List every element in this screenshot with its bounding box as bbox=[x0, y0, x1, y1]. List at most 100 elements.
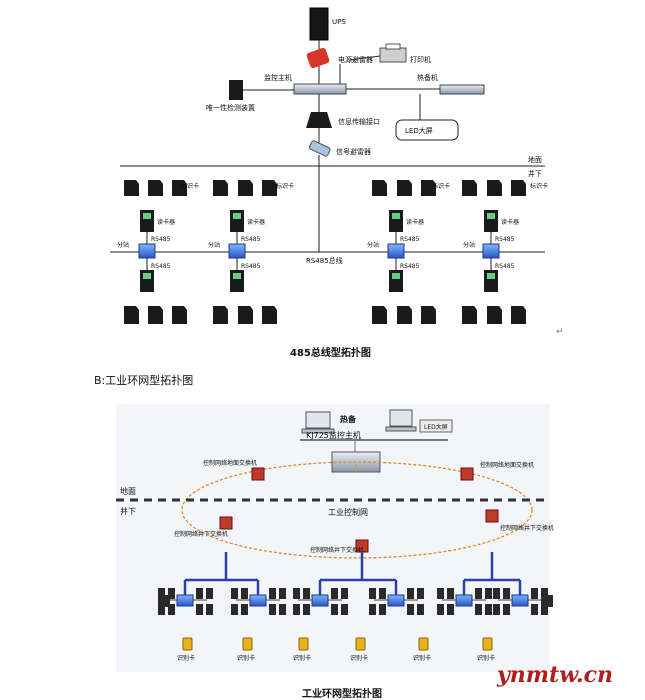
watermark: ynmtw.cn bbox=[496, 662, 613, 688]
id-card-icon bbox=[487, 180, 502, 196]
ups-label: UPS bbox=[332, 18, 346, 26]
card-reader-icon bbox=[531, 588, 538, 599]
signal-surge-icon bbox=[308, 140, 331, 157]
return-mark: ↵ bbox=[556, 327, 564, 337]
id-card-icon bbox=[372, 180, 387, 196]
card-reader-screen bbox=[392, 213, 400, 219]
card-reader-icon bbox=[475, 604, 482, 615]
card-reader-icon bbox=[293, 604, 300, 615]
substation-label: 分站 bbox=[367, 241, 379, 249]
card-reader-icon bbox=[437, 588, 444, 599]
section-b-label: B:工业环网型拓扑图 bbox=[94, 373, 193, 387]
card-reader-label: 读卡器 bbox=[247, 218, 265, 226]
card-reader-icon bbox=[206, 604, 213, 615]
id-card-icon bbox=[124, 180, 139, 196]
id-card-icon bbox=[213, 306, 228, 324]
power-surge-icon bbox=[306, 47, 330, 69]
card-reader-icon bbox=[475, 588, 482, 599]
card-reader-icon bbox=[303, 604, 310, 615]
id-card-icon bbox=[511, 180, 526, 196]
substation-icon bbox=[511, 594, 529, 607]
hot-standby-label: 热备机 bbox=[417, 73, 438, 82]
id-card-icon bbox=[421, 306, 436, 324]
card-reader-icon bbox=[196, 588, 203, 599]
surface-switch-right-label: 控制网络地面交换机 bbox=[480, 461, 534, 469]
card-reader-icon bbox=[279, 604, 286, 615]
hot-standby-icon bbox=[439, 84, 485, 95]
id-card-label-2: 标识卡 bbox=[276, 182, 294, 190]
card-reader-icon bbox=[279, 588, 286, 599]
id-card-icon bbox=[421, 180, 436, 196]
surface-switch-left-label: 控制网络地面交换机 bbox=[203, 459, 257, 467]
id-card-icon bbox=[462, 306, 477, 324]
card-reader-icon bbox=[547, 595, 553, 607]
substation-icon bbox=[228, 243, 246, 259]
under-switch-left-label: 控制网络井下交换机 bbox=[174, 530, 228, 538]
card-reader-icon bbox=[341, 588, 348, 599]
card-reader-icon bbox=[485, 588, 492, 599]
card-reader-icon bbox=[331, 588, 338, 599]
card-reader-icon bbox=[541, 588, 548, 599]
id-card-group bbox=[124, 180, 526, 324]
under-switch-right-label: 控制网络井下交换机 bbox=[500, 524, 554, 532]
card-reader-icon bbox=[341, 604, 348, 615]
under-switch-left-icon bbox=[219, 516, 233, 530]
info-interface-icon bbox=[306, 112, 332, 128]
substation-group: 读卡器RS485分站RS485读卡器RS485分站RS485读卡器RS485分站… bbox=[117, 210, 519, 292]
card-reader-label: 读卡器 bbox=[157, 218, 175, 226]
substation-label: 分站 bbox=[208, 241, 220, 249]
ground-label: 地面 bbox=[528, 155, 542, 164]
id-card-icon bbox=[172, 306, 187, 324]
substation-icon bbox=[176, 594, 194, 607]
card-reader-icon bbox=[447, 604, 454, 615]
card-reader-icon bbox=[231, 588, 238, 599]
card-reader-icon bbox=[369, 604, 376, 615]
card-reader-icon bbox=[485, 604, 492, 615]
surface-switch-left-icon bbox=[251, 467, 265, 481]
id-card-icon bbox=[238, 306, 253, 324]
id-card-label: 识别卡 bbox=[477, 654, 495, 662]
ring-diagram-background bbox=[116, 404, 550, 672]
id-card-icon bbox=[124, 306, 139, 324]
card-reader-icon bbox=[158, 604, 165, 615]
ring-network bbox=[181, 461, 533, 559]
id-card-label-1: 标识卡 bbox=[181, 182, 199, 190]
id-card-label: 识别卡 bbox=[413, 654, 431, 662]
card-reader-icon bbox=[231, 604, 238, 615]
signal-surge-label: 信号避雷器 bbox=[336, 147, 371, 156]
card-reader-icon bbox=[269, 588, 276, 599]
surface-switch-right-icon bbox=[460, 467, 474, 481]
id-card-icon bbox=[148, 306, 163, 324]
monitor-host-icon bbox=[293, 83, 347, 95]
card-reader-icon bbox=[493, 588, 500, 599]
card-reader-icon bbox=[407, 588, 414, 599]
ring-topology-diagram: 热备 LED大屏 KJ725监控主机 地面 井下 工业控制网 控制网络地面交换机… bbox=[116, 404, 554, 700]
rs485-label: RS485 bbox=[495, 263, 515, 270]
id-card-icon bbox=[182, 637, 193, 651]
id-card-icon bbox=[462, 180, 477, 196]
rs485-label: RS485 bbox=[495, 236, 515, 243]
host-label: KJ725监控主机 bbox=[306, 430, 361, 440]
card-reader-icon bbox=[168, 604, 175, 615]
id-card-icon bbox=[511, 306, 526, 324]
under-switch-center-label: 控制网络井下交换机 bbox=[310, 546, 364, 554]
card-reader-icon bbox=[379, 588, 386, 599]
card-reader-icon bbox=[206, 588, 213, 599]
top-caption: 485总线型拓扑图 bbox=[290, 346, 371, 359]
id-card-icon bbox=[418, 637, 429, 651]
printer-label: 打印机 bbox=[410, 55, 431, 64]
card-reader-screen bbox=[233, 213, 241, 219]
id-card-icon bbox=[213, 180, 228, 196]
uniqueness-detector-label: 唯一性检测装置 bbox=[206, 103, 255, 112]
id-card-icon bbox=[372, 306, 387, 324]
card-reader-icon bbox=[293, 588, 300, 599]
substation-icon bbox=[138, 243, 156, 259]
card-reader-icon bbox=[379, 604, 386, 615]
bottom-caption: 工业环网型拓扑图 bbox=[302, 687, 382, 700]
card-reader-icon bbox=[241, 604, 248, 615]
card-reader-icon bbox=[437, 604, 444, 615]
id-card-icon bbox=[397, 306, 412, 324]
card-reader-icon bbox=[303, 588, 310, 599]
card-reader-icon bbox=[158, 595, 164, 607]
card-reader-icon bbox=[503, 604, 510, 615]
